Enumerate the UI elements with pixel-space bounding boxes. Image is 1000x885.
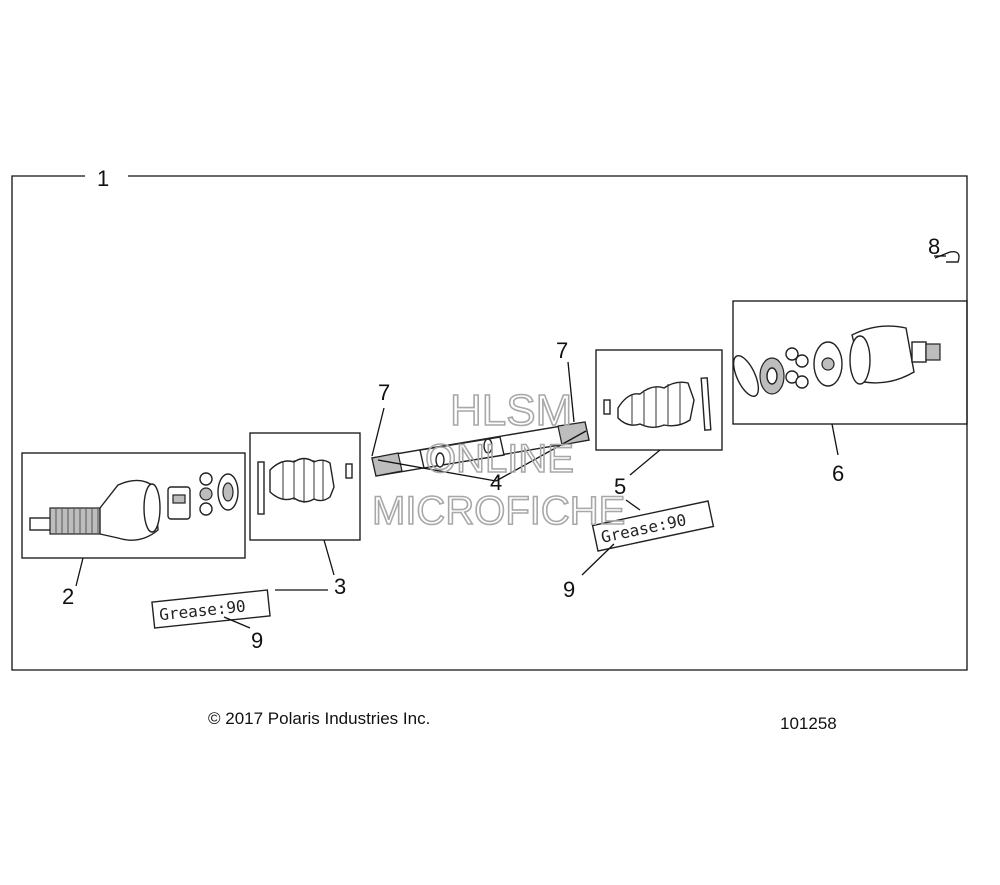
callout-9-left: 9 [251, 628, 263, 653]
inner-cv-joint-kit [732, 300, 968, 425]
half-shaft [371, 421, 590, 477]
callout-9-right: 9 [563, 577, 575, 602]
callout-3: 3 [334, 574, 346, 599]
watermark-line1: HLSM [450, 386, 572, 435]
callout-8: 8 [928, 234, 940, 259]
watermark: HLSM ONLINE MICROFICHE [371, 385, 626, 534]
callout-6: 6 [832, 461, 844, 486]
grease-packet-left: Grease:90 [151, 589, 271, 629]
callout-1: 1 [97, 166, 109, 191]
inner-boot-kit [595, 349, 723, 451]
document-number: 101258 [780, 714, 837, 733]
watermark-line2: ONLINE [425, 437, 574, 481]
assembly-frame [11, 175, 968, 671]
callout-4: 4 [490, 470, 502, 495]
watermark-line3: MICROFICHE [372, 489, 625, 533]
callout-5: 5 [614, 474, 626, 499]
retaining-ring [946, 251, 960, 263]
copyright-text: © 2017 Polaris Industries Inc. [208, 709, 431, 728]
callout-2: 2 [62, 584, 74, 609]
outer-cv-joint-kit [21, 452, 246, 559]
callout-7-left: 7 [378, 380, 390, 405]
outer-boot-kit [249, 432, 361, 541]
callout-7-right: 7 [556, 338, 568, 363]
